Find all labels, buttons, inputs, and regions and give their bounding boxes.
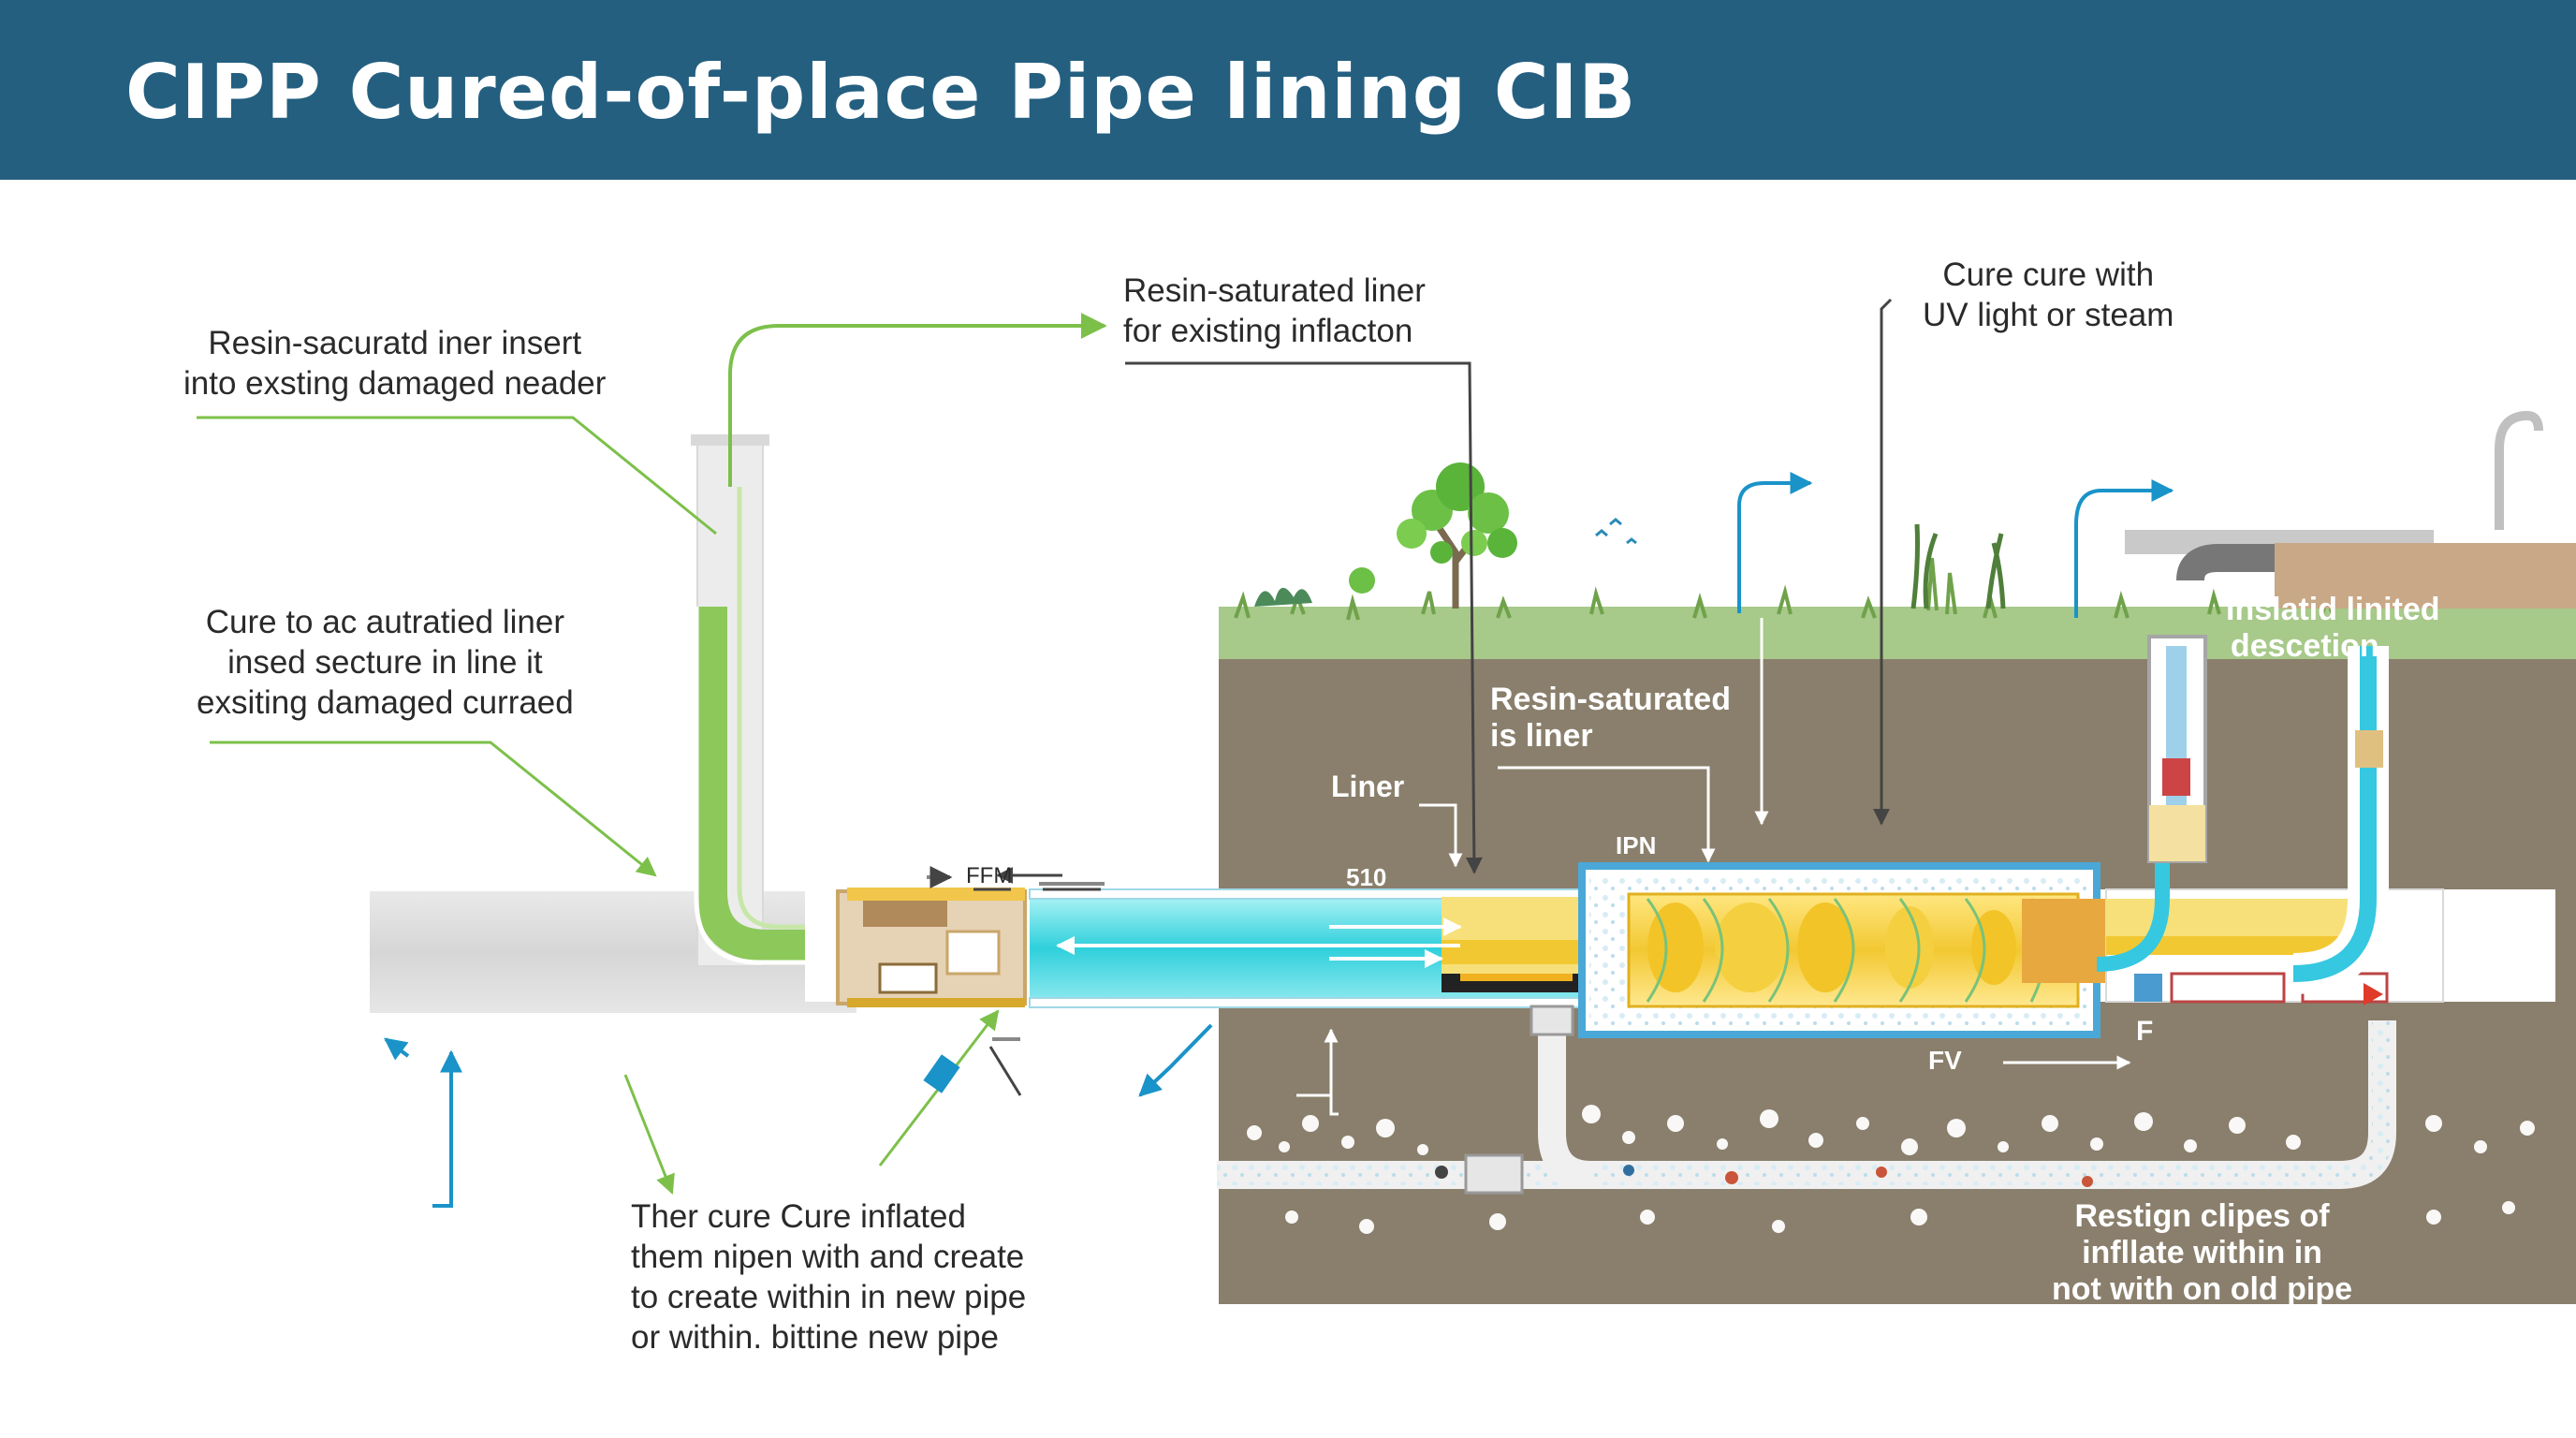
label-top-center: Resin-saturated liner for existing infla… [1123,272,1426,349]
right-riser [2125,410,2576,1005]
tall-reeds [1910,523,2006,609]
green-callout-loop [728,313,1107,487]
title-bar: CIPP Cured-of-place Pipe lining CIB [0,0,2576,180]
host-pipe-left [370,313,1107,1013]
label-top-right: Cure cure with UV light or steam [1923,257,2174,333]
tree-icon [1349,462,1517,609]
label-insulated: Inslatid linited descetion [2226,592,2440,664]
bush-icon [1254,587,1312,607]
page-title: CIPP Cured-of-place Pipe lining CIB [125,49,1637,136]
label-bottom-right: Restign clipes of infllate within in not… [2052,1198,2353,1307]
soil-leaders [1296,618,2131,1116]
label-resin-saturated: Resin-saturated is liner [1490,682,1731,754]
vertical-access-pipe [695,607,856,961]
label-liner: Liner [1331,770,1405,803]
label-top-left: Resin-sacuratd iner insert into exsting … [183,325,607,402]
bubbles [1247,1105,2535,1234]
label-bottom-center: Ther cure Cure inflated them nipen with … [631,1198,1027,1356]
code-fv: FV [1928,1046,1962,1075]
ffm-indicators [927,866,1105,1041]
main-pipe [805,674,2555,1038]
label-mid-left: Cure to ac autratied liner insed secture… [197,604,574,721]
channel-arrows [1056,917,1462,968]
flow-arrows [384,472,2174,1208]
code-ipn: IPN [1616,831,1657,859]
birds-icon [1595,518,1637,545]
code-ffm: FFM [966,863,1013,888]
lateral-pipes [1217,1005,2396,1195]
code-f: F [2136,1016,2154,1047]
code-510: 510 [1346,863,1387,891]
